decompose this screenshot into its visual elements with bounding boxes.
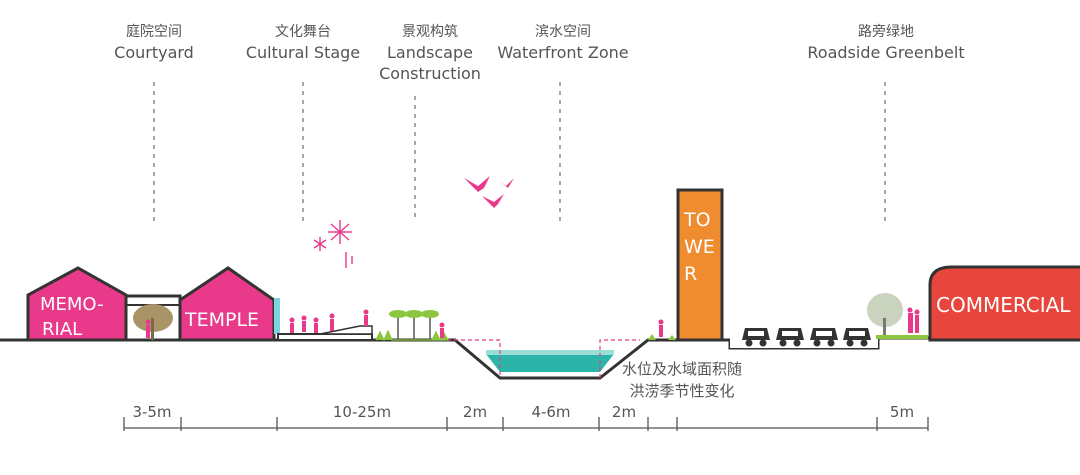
zone-en-greenbelt: Roadside Greenbelt: [807, 43, 965, 62]
zone-cn-cultural-stage: 文化舞台: [275, 24, 331, 40]
zone-label-greenbelt: 路旁绿地 Roadside Greenbelt: [800, 22, 972, 63]
water-note-line-1: 水位及水域面积随: [622, 360, 743, 378]
fireworks-icon: [313, 220, 353, 268]
dim-label-greenbelt: 5m: [890, 403, 914, 421]
memorial-label-1: MEMO-: [40, 294, 104, 315]
zone-en-waterfront: Waterfront Zone: [497, 43, 629, 62]
dim-label-stage: 10-25m: [333, 403, 391, 421]
dimension-line: [123, 417, 929, 431]
tower-building: TO WE R: [676, 188, 724, 342]
temple-label: TEMPLE: [184, 309, 259, 331]
water-surface: [486, 350, 614, 355]
memorial-label-2: RIAL: [42, 319, 82, 340]
zone-label-courtyard: 庭院空间 Courtyard: [104, 22, 204, 63]
greenbelt-tree-icon: [867, 293, 903, 327]
memorial-building: MEMO- RIAL: [26, 266, 128, 342]
dim-label-slope-left: 2m: [463, 403, 487, 421]
water-note-line-2: 洪涝季节性变化: [629, 382, 735, 400]
zone-en-courtyard: Courtyard: [114, 43, 194, 62]
commercial-label: COMMERCIAL: [936, 293, 1071, 317]
birds-icon: [464, 176, 514, 208]
zone-label-cultural-stage: 文化舞台 Cultural Stage: [238, 22, 368, 63]
dimension-labels: 3-5m 10-25m 2m 4-6m 2m 5m: [132, 403, 914, 421]
courtyard-frame: [124, 294, 182, 342]
zone-cn-waterfront: 滨水空间: [535, 24, 591, 40]
dim-label-water: 4-6m: [531, 403, 570, 421]
dim-label-slope-right: 2m: [612, 403, 636, 421]
dim-label-courtyard: 3-5m: [132, 403, 171, 421]
landscape-construction: [375, 310, 450, 342]
greenbelt: [867, 293, 928, 339]
zone-en-cultural-stage: Cultural Stage: [245, 43, 361, 62]
tower-label-1: TO: [683, 209, 711, 231]
flood-level-lines: [440, 339, 640, 378]
zone-label-landscape: 景观构筑 Landscape Construction: [370, 22, 490, 84]
zone-en-landscape: Landscape Construction: [379, 43, 481, 83]
commercial-building: COMMERCIAL: [928, 265, 1080, 342]
tower-label-2: WE: [684, 236, 715, 258]
water-level-note: 水位及水域面积随 洪涝季节性变化: [622, 358, 742, 402]
road-cars: [730, 328, 878, 348]
zone-cn-greenbelt: 路旁绿地: [858, 24, 914, 40]
zone-cn-landscape: 景观构筑: [402, 24, 458, 40]
dancers-icon: [289, 309, 369, 333]
zone-label-waterfront: 滨水空间 Waterfront Zone: [490, 22, 636, 63]
zone-cn-courtyard: 庭院空间: [126, 24, 182, 40]
waterfront-figures: [648, 319, 676, 340]
temple-building: TEMPLE: [178, 266, 280, 342]
zone-guide-lines: [153, 82, 886, 222]
cultural-stage: [277, 309, 373, 341]
tower-label-3: R: [684, 263, 697, 285]
water-body: [486, 354, 614, 372]
